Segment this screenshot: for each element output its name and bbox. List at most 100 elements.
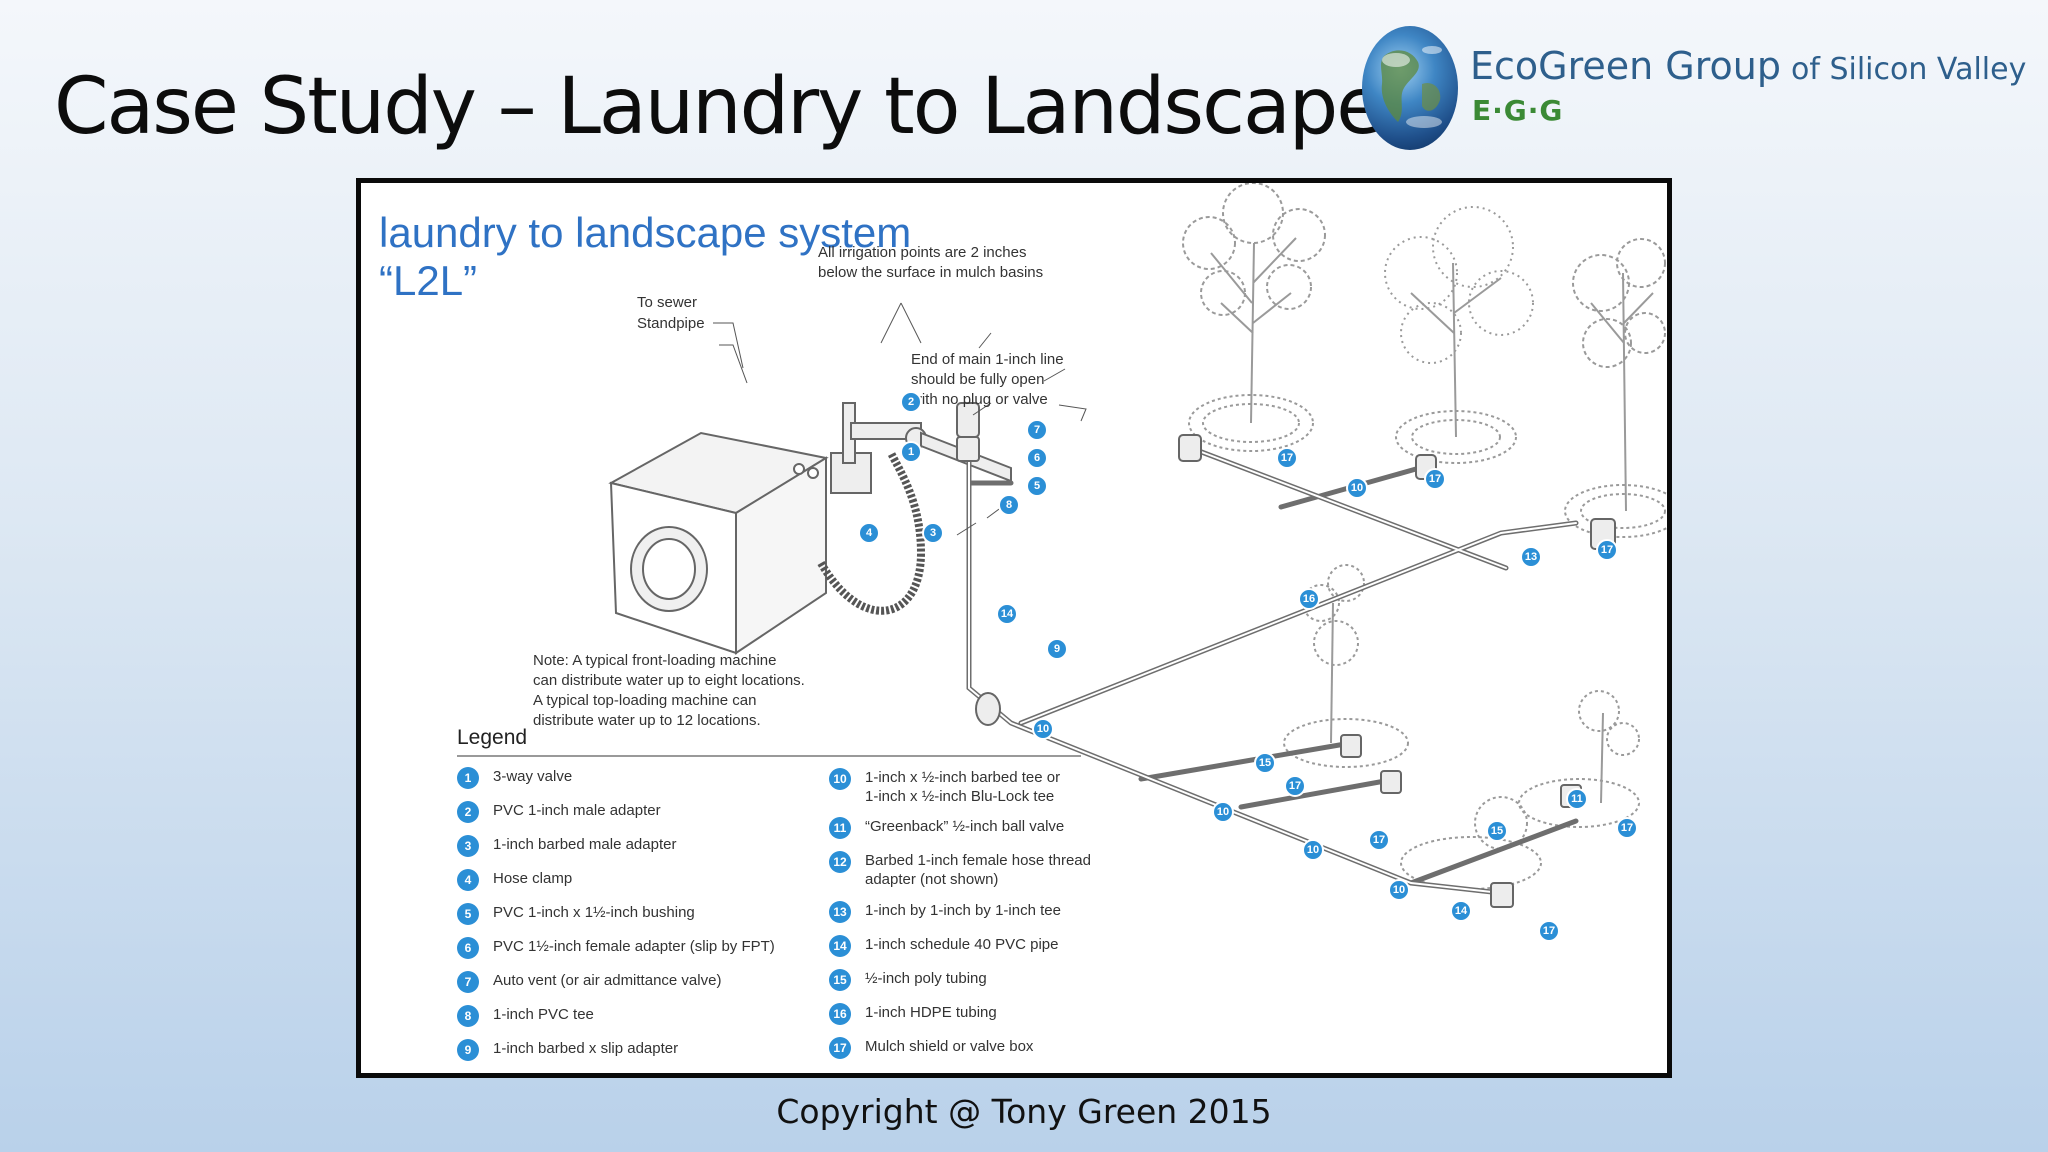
machine-note-line: A typical top-loading machine can (533, 692, 757, 709)
copyright-text: Copyright @ Tony Green 2015 (776, 1092, 1272, 1131)
legend-text: PVC 1-inch male adapter (493, 802, 661, 819)
legend-text: 1-inch by 1-inch by 1-inch tee (865, 902, 1061, 919)
legend-text: 1-inch PVC tee (493, 1006, 594, 1023)
earth-globe-icon (1362, 26, 1458, 150)
callout-badge: 6 (1026, 447, 1048, 469)
legend-text: PVC 1½-inch female adapter (slip by FPT) (493, 938, 775, 955)
irrigation-note: All irrigation points are 2 inches below… (818, 243, 1043, 283)
callout-badge: 7 (1026, 419, 1048, 441)
legend-text: 3-way valve (493, 768, 573, 785)
diagram-title: laundry to landscape system “L2L” (379, 209, 911, 305)
callout-badge: 10 (1302, 839, 1324, 861)
legend-item: 13 1-inch by 1-inch by 1-inch tee (829, 901, 1061, 923)
tree-right (1564, 238, 1667, 538)
brand-abbreviation: E·G·G (1472, 94, 1564, 127)
slide-title: Case Study – Laundry to Landscape (54, 62, 1384, 152)
legend-number: 10 (829, 768, 851, 790)
tree-center (1384, 206, 1534, 464)
callout-badge: 2 (900, 391, 922, 413)
legend-text: Barbed 1-inch female hose thread adapter… (865, 852, 1091, 888)
legend-text: Hose clamp (493, 870, 573, 887)
legend-text: 1-inch x ½-inch barbed tee or 1-inch x ½… (865, 769, 1061, 805)
callout-badge: 10 (1212, 801, 1234, 823)
callout-badge: 14 (996, 603, 1018, 625)
callout-badge: 4 (858, 522, 880, 544)
callout-badge: 10 (1032, 718, 1054, 740)
legend-text: PVC 1-inch x 1½-inch bushing (493, 904, 695, 921)
legend-number: 6 (457, 937, 479, 959)
legend-item: 5 PVC 1-inch x 1½-inch bushing (457, 903, 695, 925)
legend-number: 13 (829, 901, 851, 923)
leader-lines (713, 302, 1087, 536)
callout-badge: 11 (1566, 788, 1588, 810)
legend-text: Auto vent (or air admittance valve) (493, 972, 722, 989)
legend-title: Legend (457, 726, 528, 749)
legend-item: 8 1-inch PVC tee (457, 1005, 594, 1027)
legend-item: 6 PVC 1½-inch female adapter (slip by FPT… (457, 937, 775, 959)
callout-badge: 13 (1520, 546, 1542, 568)
legend-item: 10 1-inch x ½-inch barbed tee or 1-inch x… (829, 768, 1060, 806)
company-logo: EcoGreen Group of Silicon Valley E·G·G (1362, 26, 2042, 152)
legend-number: 5 (457, 903, 479, 925)
legend-text: 1-inch barbed x slip adapter (493, 1040, 679, 1057)
callout-badge: 16 (1298, 588, 1320, 610)
legend-text: 1-inch schedule 40 PVC pipe (865, 936, 1059, 953)
irrigation-note-line: All irrigation points are 2 inches (818, 244, 1027, 261)
end-of-line-note-line: should be fully open (911, 371, 1045, 388)
brand-tagline: of Silicon Valley (1791, 52, 2027, 87)
legend-text: 1-inch HDPE tubing (865, 1004, 997, 1021)
legend-number: 4 (457, 869, 479, 891)
brand-main-text: EcoGreen Group (1470, 44, 1781, 88)
callout-badge: 10 (1388, 879, 1410, 901)
callout-badge: 17 (1424, 468, 1446, 490)
callout-badge: 8 (998, 494, 1020, 516)
diagram-title-line1: laundry to landscape system (379, 209, 912, 256)
legend-item: 16 1-inch HDPE tubing (829, 1003, 997, 1025)
to-sewer-label: To sewer (637, 294, 698, 311)
plumbing-illustration (608, 183, 1667, 908)
shrub-right (1400, 690, 1640, 890)
legend-text: “Greenback” ½-inch ball valve (865, 818, 1065, 835)
irrigation-note-line: below the surface in mulch basins (818, 264, 1044, 281)
end-of-line-note-line: with no plug or valve (911, 391, 1048, 408)
legend-divider (457, 755, 1081, 757)
tree-left (1182, 183, 1326, 452)
legend-item: 9 1-inch barbed x slip adapter (457, 1039, 678, 1061)
legend-number: 2 (457, 801, 479, 823)
washing-machine (608, 431, 829, 655)
l2l-diagram: laundry to landscape system “L2L” All ir… (356, 178, 1672, 1078)
brand-name: EcoGreen Group of Silicon Valley (1470, 44, 2026, 88)
legend-number: 9 (457, 1039, 479, 1061)
callout-badge: 17 (1538, 920, 1560, 942)
legend-number: 17 (829, 1037, 851, 1059)
drain-hose (817, 451, 926, 615)
legend-number: 8 (457, 1005, 479, 1027)
pipe-fittings (956, 402, 1616, 908)
legend-number: 3 (457, 835, 479, 857)
legend-number: 16 (829, 1003, 851, 1025)
callout-badge: 9 (1046, 638, 1068, 660)
callout-badge: 15 (1254, 752, 1276, 774)
callout-badge: 14 (1450, 900, 1472, 922)
machine-note-line: can distribute water up to eight locatio… (533, 672, 805, 689)
callout-badge: 17 (1368, 829, 1390, 851)
legend-number: 15 (829, 969, 851, 991)
legend-number: 12 (829, 851, 851, 873)
legend-item: 4 Hose clamp (457, 869, 572, 891)
shrub-left (1283, 564, 1409, 768)
callout-badge: 15 (1486, 820, 1508, 842)
callout-badge: 10 (1346, 477, 1368, 499)
callout-badge: 17 (1616, 817, 1638, 839)
end-of-line-note: End of main 1-inch line should be fully … (911, 350, 1064, 410)
callout-badge: 17 (1596, 539, 1618, 561)
machine-note: Note: A typical front-loading machine ca… (533, 651, 805, 731)
callout-badge: 5 (1026, 475, 1048, 497)
callout-badge: 17 (1276, 447, 1298, 469)
trees (1182, 183, 1667, 890)
